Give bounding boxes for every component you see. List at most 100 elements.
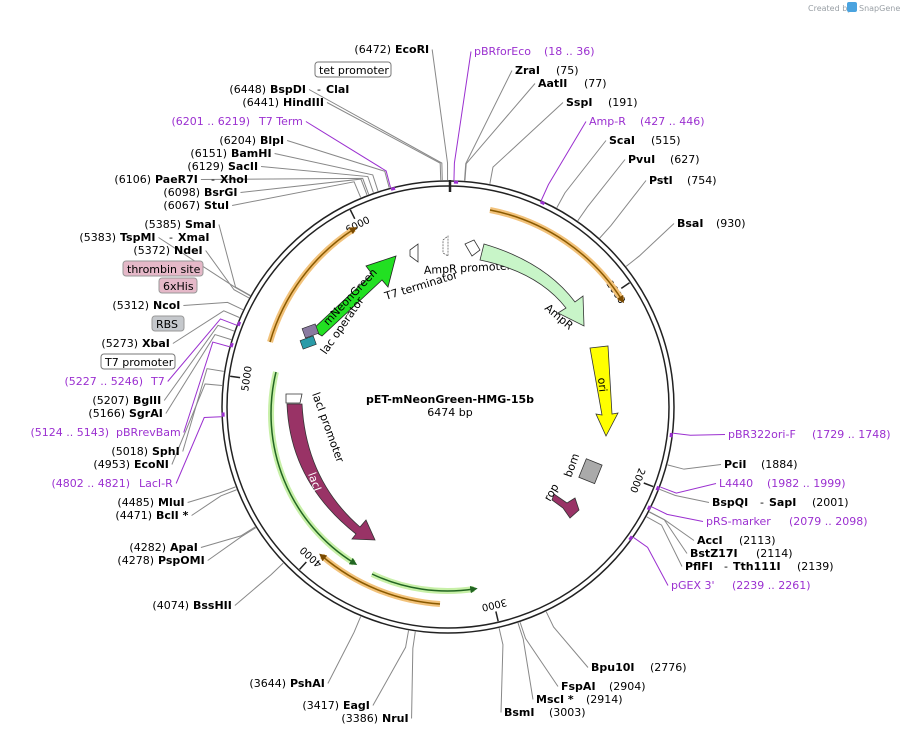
site-name-pflfi[interactable]: PflFI <box>685 560 713 573</box>
site-name-bcli[interactable]: BclI * <box>156 509 189 522</box>
site-pos-bspdi: (6448) <box>229 83 266 96</box>
site-pos-bpu10i: (2776) <box>650 661 687 674</box>
primer-name-pgex3[interactable]: pGEX 3' <box>671 579 715 592</box>
ampr-orf-arrow <box>489 209 625 304</box>
site-leader-line <box>651 506 704 522</box>
primer-name-prs-marker[interactable]: pRS-marker <box>706 515 771 528</box>
site-pos-sacii: (6129) <box>187 160 224 173</box>
site-pos-xbai: (5273) <box>101 337 138 350</box>
site-name-bsrgi[interactable]: BsrGI <box>204 186 237 199</box>
site-name-xbai[interactable]: XbaI <box>142 337 170 350</box>
site-name-bsshii[interactable]: BssHII <box>193 599 232 612</box>
6xhis-label[interactable]: 6xHis <box>163 280 194 293</box>
site-name-pshai[interactable]: PshAI <box>290 677 325 690</box>
site-name-fspai[interactable]: FspAI <box>561 680 596 693</box>
site-name-msci[interactable]: MscI * <box>536 693 574 706</box>
site-leader-line <box>261 166 374 193</box>
thrombin-site-box <box>122 260 204 277</box>
site-name-nrui[interactable]: NruI <box>382 712 409 725</box>
primer-marker <box>236 321 242 327</box>
scale-tick <box>299 561 307 570</box>
site-leader-line <box>599 180 647 239</box>
site-name-acci[interactable]: AccI <box>697 534 723 547</box>
scale-tick <box>620 282 630 289</box>
site-name2-xmai[interactable]: XmaI <box>178 231 209 244</box>
site-name-pspomi[interactable]: PspOMI <box>158 554 205 567</box>
site-labels: (6472) EcoRI ZraI (75) AatII (77) SspI (… <box>79 43 848 725</box>
primer-name-t7-term[interactable]: T7 Term <box>258 115 303 128</box>
site-name-bglii[interactable]: BglII <box>133 394 161 407</box>
site-name-ndei[interactable]: NdeI <box>174 244 203 257</box>
site-name-bstz17i[interactable]: BstZ17I <box>690 547 738 560</box>
site-name-bamhi[interactable]: BamHI <box>231 147 272 160</box>
primer-name-pbrforeco[interactable]: pBRforEco <box>474 45 531 58</box>
site-name-zrai[interactable]: ZraI <box>515 64 540 77</box>
site-name-paer7i[interactable]: PaeR7I <box>155 173 198 186</box>
site-name2-xhoi[interactable]: XhoI <box>220 173 248 186</box>
site-name-bspqi[interactable]: BspQI <box>712 496 748 509</box>
site-pos-sphi: (5018) <box>111 445 148 458</box>
site-name-apai[interactable]: ApaI <box>170 541 198 554</box>
scale-tick <box>349 209 356 220</box>
bom-label: bom <box>562 452 583 479</box>
primer-labels: pBRforEco (18 .. 36) Amp-R (427 .. 446) … <box>30 45 890 592</box>
snapgene-logo-icon <box>847 2 857 12</box>
site-name-bsmi[interactable]: BsmI <box>504 706 535 719</box>
t7-promoter-label[interactable]: T7 promoter <box>104 356 174 369</box>
site-name-psti[interactable]: PstI <box>649 174 673 187</box>
primer-name-pbr322ori-f[interactable]: pBR322ori-F <box>728 428 796 441</box>
site-name-hindiii[interactable]: HindIII <box>283 96 324 109</box>
site-name-sacii[interactable]: SacII <box>228 160 258 173</box>
thrombin-site-label[interactable]: thrombin site <box>127 263 201 276</box>
site-name-ecori[interactable]: EcoRI <box>395 43 429 56</box>
rbs-label[interactable]: RBS <box>156 318 178 331</box>
primer-name-pbrrevbam[interactable]: pBRrevBam <box>116 426 181 439</box>
site-leader-line <box>171 383 223 465</box>
site-name-bsai[interactable]: BsaI <box>677 217 703 230</box>
primer-name-l4440[interactable]: L4440 <box>719 477 753 490</box>
primer-marker <box>628 535 634 541</box>
site-name-stui[interactable]: StuI <box>204 199 229 212</box>
site-leader-line <box>545 611 589 668</box>
site-name-blpi[interactable]: BlpI <box>260 134 284 147</box>
site-name-aatii[interactable]: AatII <box>538 77 567 90</box>
site-name2-tth111i[interactable]: Tth111I <box>733 560 781 573</box>
primer-name-amp-r[interactable]: Amp-R <box>589 115 626 128</box>
site-leader-line <box>540 121 587 201</box>
primer-marker <box>655 485 660 491</box>
bom-feature <box>578 458 603 485</box>
site-pos-tspmi: (5383) <box>79 231 116 244</box>
site-leader-line <box>673 432 726 436</box>
site-name-tspmi[interactable]: TspMI <box>120 231 156 244</box>
site-leaders <box>158 49 726 719</box>
rop-translation-arrow <box>371 573 478 594</box>
site-name-sphi[interactable]: SphI <box>152 445 180 458</box>
site-name-eagi[interactable]: EagI <box>343 699 370 712</box>
site-name-pcii[interactable]: PciI <box>724 458 746 471</box>
site-name-mlui[interactable]: MluI <box>158 496 185 509</box>
site-name-bspdi[interactable]: BspDI <box>270 83 306 96</box>
site-leader-line <box>234 562 284 606</box>
site-name-scai[interactable]: ScaI <box>609 134 635 147</box>
site-leader-line <box>519 622 559 687</box>
site-name-smai[interactable]: SmaI <box>185 218 216 231</box>
site-name-sgrai[interactable]: SgrAI <box>129 407 163 420</box>
primer-range-l4440: (1982 .. 1999) <box>767 477 846 490</box>
site-name-econi[interactable]: EcoNI <box>134 458 169 471</box>
site-name-sspi[interactable]: SspI <box>566 96 592 109</box>
tet-promoter-label[interactable]: tet promoter <box>319 64 389 77</box>
site-pos-stui: (6067) <box>163 199 200 212</box>
primer-name-laci-r[interactable]: LacI-R <box>139 477 173 490</box>
laci-promoter-glyph <box>285 393 303 404</box>
site-name2-sapi[interactable]: SapI <box>769 496 796 509</box>
site-leader-line <box>308 89 443 181</box>
site-pos-pshai: (3644) <box>249 677 286 690</box>
site-name-ncoi[interactable]: NcoI <box>153 299 180 312</box>
primer-name-t7[interactable]: T7 <box>150 375 165 388</box>
feature-arcs <box>267 207 625 607</box>
site-name-pvui[interactable]: PvuI <box>628 153 655 166</box>
site-name2-clai[interactable]: ClaI <box>326 83 349 96</box>
site-pos-psti: (754) <box>687 174 717 187</box>
site-name-bpu10i[interactable]: Bpu10I <box>591 661 635 674</box>
site-dash-paer7i: - <box>211 173 215 186</box>
